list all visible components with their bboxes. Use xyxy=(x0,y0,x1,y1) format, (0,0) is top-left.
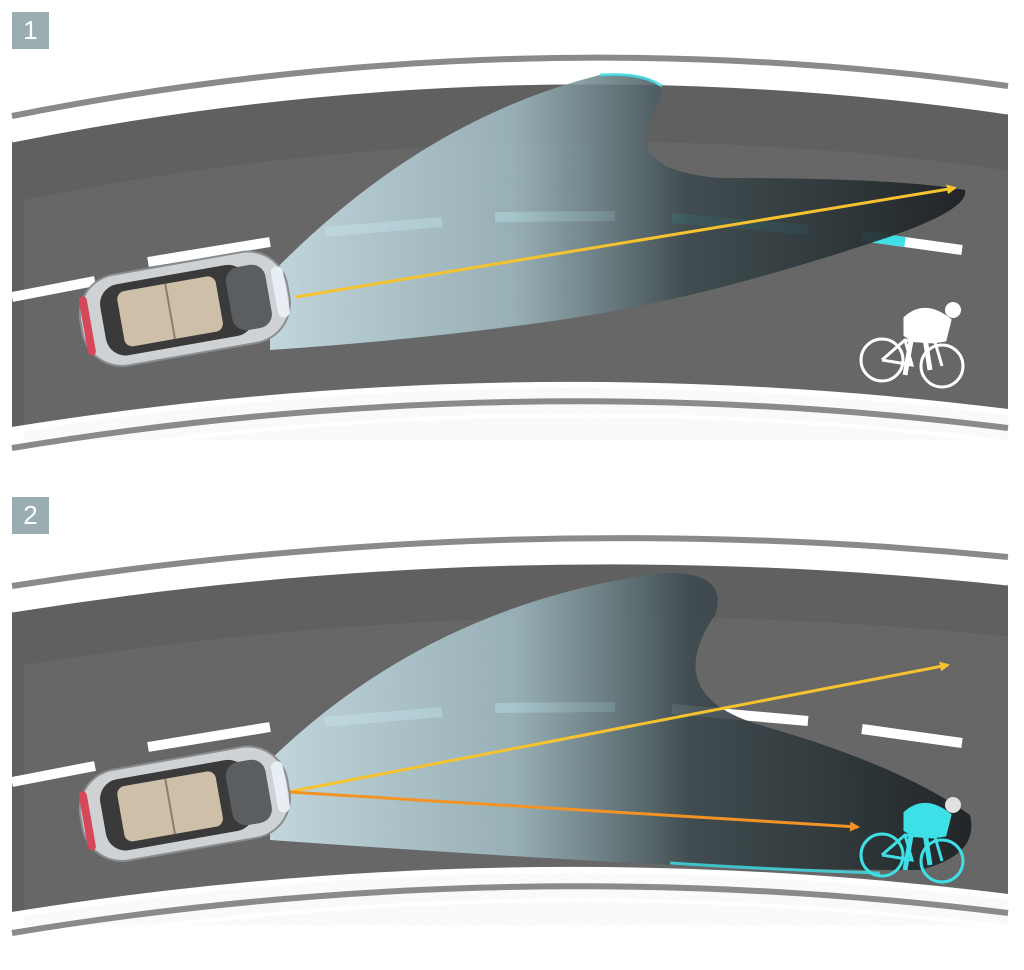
cyclist-detection-arrow xyxy=(287,790,860,832)
road-edge-line xyxy=(11,79,1009,143)
road-edge-line xyxy=(11,883,1009,936)
panel-label-1: 1 xyxy=(12,12,49,49)
road-scene-1 xyxy=(11,54,1009,464)
car-icon xyxy=(78,745,291,862)
road-edge-line xyxy=(11,381,1009,433)
panel-2: 2 xyxy=(0,485,1024,970)
beam-direction-arrow xyxy=(287,661,950,794)
beam-direction-arrow xyxy=(295,184,957,299)
headlight-beam-icon xyxy=(270,74,966,350)
car-icon xyxy=(78,250,291,367)
road-edge-line xyxy=(11,66,1009,130)
headlight-beam-icon xyxy=(270,572,972,870)
road-edge-line xyxy=(11,559,1009,613)
cyclist-icon xyxy=(859,797,965,884)
cyclist-icon xyxy=(859,302,965,389)
road-edge-line xyxy=(11,546,1009,600)
road-edge-line xyxy=(11,398,1009,451)
road-edge-line xyxy=(11,866,1009,918)
road-edge-line xyxy=(11,54,1009,119)
road-edge-line xyxy=(11,535,1009,589)
panel-1: 1 xyxy=(11,12,1009,464)
road-edge-line xyxy=(11,898,1009,949)
road-edge-line xyxy=(11,413,1009,464)
panel-label-2: 2 xyxy=(12,497,49,534)
road-scene-2 xyxy=(11,535,1009,949)
